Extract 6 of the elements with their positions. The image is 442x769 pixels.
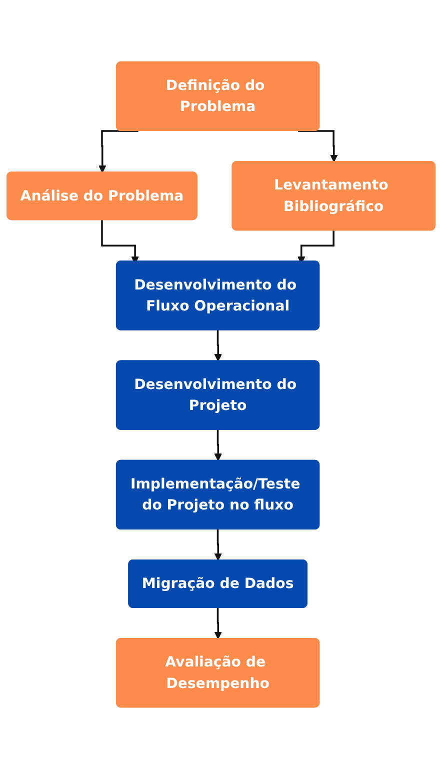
arrow bbox=[214, 607, 222, 640]
arrow bbox=[298, 130, 338, 162]
arrow bbox=[98, 130, 138, 173]
arrow bbox=[214, 329, 222, 362]
arrow bbox=[214, 429, 222, 462]
arrow bbox=[214, 528, 222, 561]
